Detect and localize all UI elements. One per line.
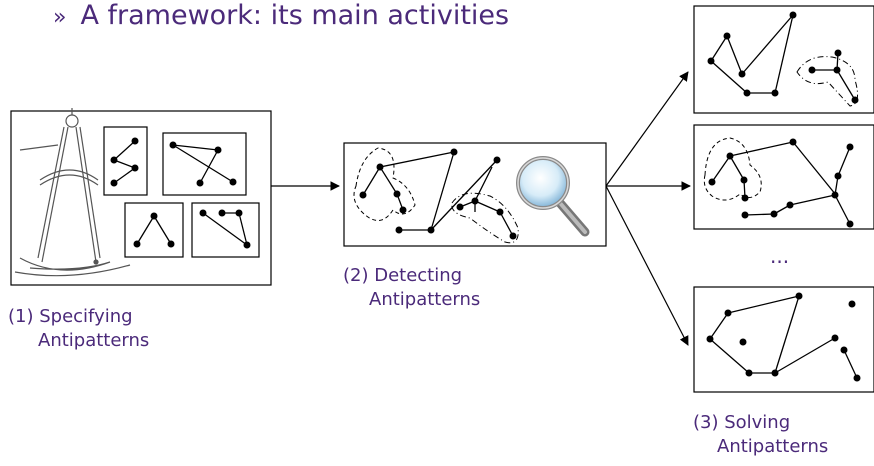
caption-specifying-line1: (1) Specifying bbox=[8, 306, 133, 327]
specifying-panel bbox=[10, 108, 272, 286]
caption-detecting-line1: (2) Detecting bbox=[343, 265, 463, 286]
bullet-marker: » bbox=[53, 5, 67, 30]
slide-title: » A framework: its main activities bbox=[53, 0, 509, 36]
caption-detecting: (2) Detecting Antipatterns bbox=[343, 264, 480, 312]
magnifier-icon bbox=[516, 156, 590, 237]
slide-title-text: A framework: its main activities bbox=[80, 0, 510, 31]
caption-specifying: (1) Specifying Antipatterns bbox=[8, 305, 149, 353]
caption-solving-line2: Antipatterns bbox=[717, 436, 829, 457]
caption-solving-line1: (3) Solving bbox=[693, 412, 791, 433]
caption-solving: (3) Solving Antipatterns bbox=[693, 411, 828, 459]
solution-panel-3 bbox=[693, 286, 874, 393]
compass-icon bbox=[14, 108, 131, 277]
solution-panel-2 bbox=[693, 124, 874, 230]
solution-panel-1 bbox=[693, 5, 874, 114]
ellipsis: ... bbox=[770, 244, 790, 268]
caption-specifying-line2: Antipatterns bbox=[38, 330, 150, 351]
caption-detecting-line2: Antipatterns bbox=[369, 289, 481, 310]
fan-out-arrows bbox=[605, 71, 691, 346]
detecting-panel bbox=[343, 142, 607, 247]
